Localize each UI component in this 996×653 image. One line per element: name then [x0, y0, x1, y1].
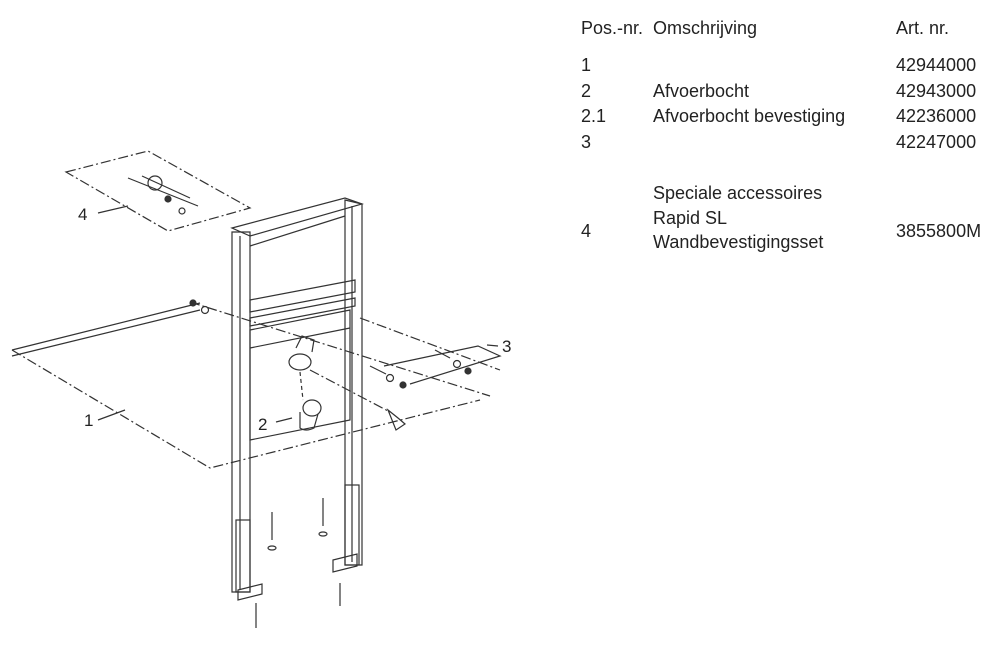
mounting-frame	[230, 197, 364, 601]
accessory-desc-line: Speciale accessoires	[653, 183, 823, 203]
row-pos: 2	[581, 81, 592, 101]
callout-2: 2	[258, 415, 267, 434]
row-art: 42236000	[896, 106, 977, 126]
callout-1: 1	[84, 411, 93, 430]
accessory-art: 3855800M	[896, 221, 982, 241]
accessory-desc-line: Wandbevestigingsset	[653, 232, 824, 252]
header-description: Omschrijving	[653, 18, 758, 38]
accessory-pos: 4	[581, 221, 592, 241]
header-pos: Pos.-nr.	[581, 18, 644, 38]
callout-3: 3	[502, 337, 511, 356]
accessory-desc-line: Rapid SL	[653, 208, 728, 228]
header-article: Art. nr.	[896, 18, 950, 38]
bolt-set	[309, 317, 502, 431]
drain-bend	[288, 335, 322, 431]
row-art: 42943000	[896, 81, 977, 101]
row-desc: Afvoerbocht bevestiging	[653, 106, 846, 126]
row-desc: Afvoerbocht	[653, 81, 750, 101]
wall-fixing-set-panel	[64, 150, 252, 232]
row-pos: 1	[581, 55, 592, 75]
floor-screws	[255, 498, 341, 628]
row-art: 42944000	[896, 55, 977, 75]
callout-4: 4	[78, 205, 87, 224]
row-art: 42247000	[896, 132, 977, 152]
row-pos: 2.1	[581, 106, 607, 126]
floor-plane	[11, 299, 491, 469]
row-pos: 3	[581, 132, 592, 152]
